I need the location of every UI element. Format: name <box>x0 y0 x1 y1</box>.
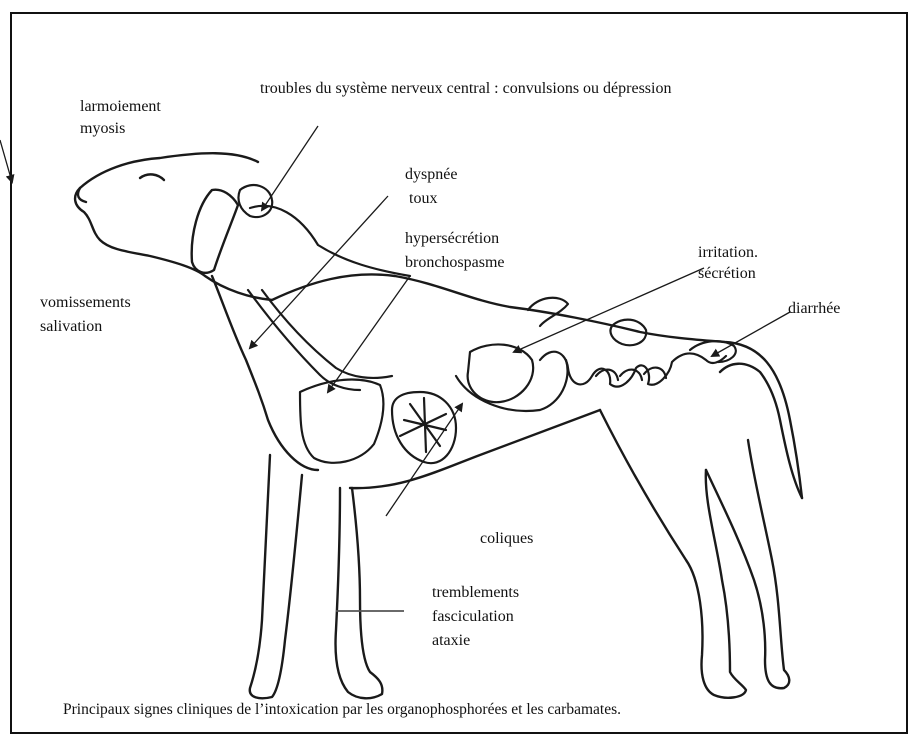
label-vomit-2: salivation <box>40 316 102 338</box>
edge-arrow <box>0 140 12 182</box>
label-gut-2: sécrétion <box>698 263 756 285</box>
dog-front-leg-far <box>336 488 383 698</box>
label-neuro-3: ataxie <box>432 630 470 652</box>
label-neuro-2: fasciculation <box>432 606 514 628</box>
dog-tail <box>720 364 802 498</box>
dog-neck-chest <box>212 276 318 470</box>
label-eye-2: myosis <box>80 118 125 140</box>
lung <box>300 380 383 463</box>
label-bronch-1: hypersécrétion <box>405 228 499 250</box>
arrow-bronchial <box>328 276 410 392</box>
label-colic: coliques <box>480 528 533 550</box>
dog-nose <box>78 188 86 202</box>
liver <box>456 360 568 411</box>
heart-vessels <box>400 398 446 452</box>
arrow-gut-secretion <box>514 268 704 352</box>
stomach <box>468 344 534 402</box>
dog-head-back <box>75 153 802 498</box>
arrow-cns <box>262 126 318 210</box>
dog-ear <box>192 190 238 273</box>
dog-organs <box>238 185 735 463</box>
label-resp-2: toux <box>405 188 437 210</box>
dog-belly <box>350 410 600 488</box>
dog-front-leg-near <box>250 455 302 698</box>
brain <box>238 185 272 217</box>
label-diarrhea: diarrhée <box>788 298 840 320</box>
colon <box>690 341 736 362</box>
label-resp-1: dyspnée <box>405 164 457 186</box>
label-neuro-1: tremblements <box>432 582 519 604</box>
label-vomit-1: vomissements <box>40 292 131 314</box>
dog-eye <box>140 174 164 180</box>
label-cns: troubles du système nerveux central : co… <box>260 78 671 100</box>
figure-caption: Principaux signes cliniques de l’intoxic… <box>63 701 621 719</box>
label-bronch-2: bronchospasme <box>405 252 505 274</box>
arrow-respiratory <box>250 196 388 348</box>
dog-hind-leg-near <box>600 410 746 698</box>
label-gut-1: irritation. <box>698 242 758 264</box>
label-eye-1: larmoiement <box>80 96 161 118</box>
spinal-cord <box>250 206 410 276</box>
